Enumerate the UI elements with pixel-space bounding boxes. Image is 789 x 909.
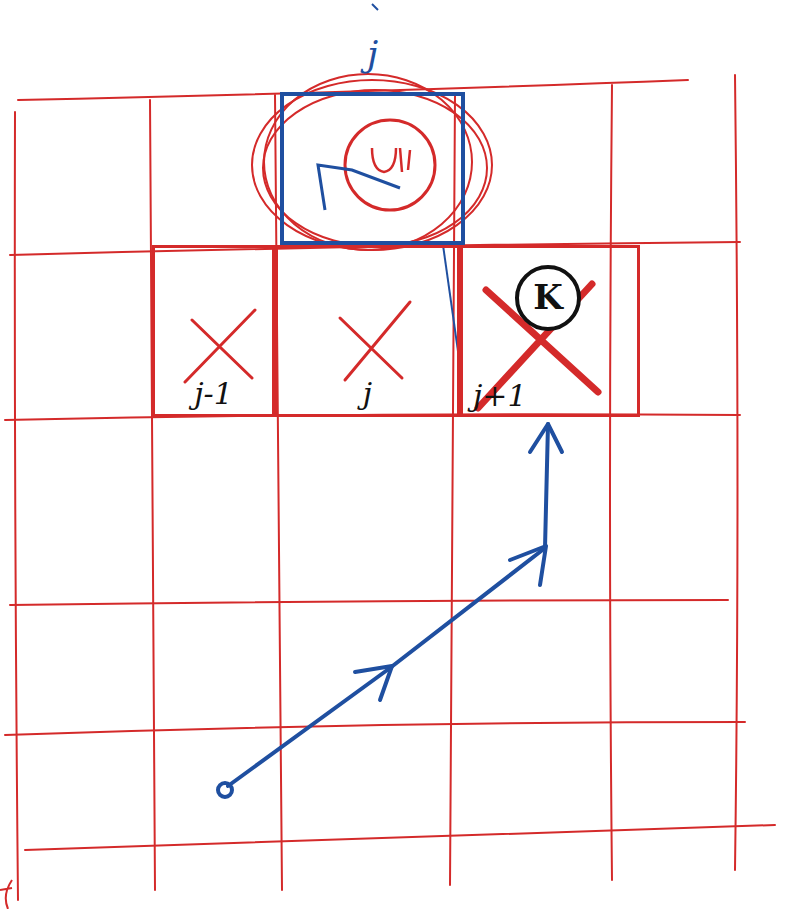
- move-arrow: [218, 424, 562, 797]
- column-label: j+1: [473, 379, 527, 412]
- piece-letter: K: [533, 279, 563, 316]
- grid-lines: [5, 75, 775, 900]
- column-label: j: [367, 34, 378, 74]
- grid-cell: j-1: [152, 245, 275, 417]
- highlight-ellipse: [252, 74, 492, 250]
- grid-cell: j: [275, 245, 460, 417]
- column-label: j-1: [194, 377, 233, 410]
- grid-cell: j+1 K: [460, 245, 640, 417]
- column-label: j: [363, 377, 372, 410]
- king-circle: K: [515, 265, 581, 331]
- piece-symbol: [318, 120, 435, 210]
- stray-mark: [0, 880, 12, 909]
- target-square: j: [280, 92, 465, 245]
- stray-mark: [372, 4, 378, 10]
